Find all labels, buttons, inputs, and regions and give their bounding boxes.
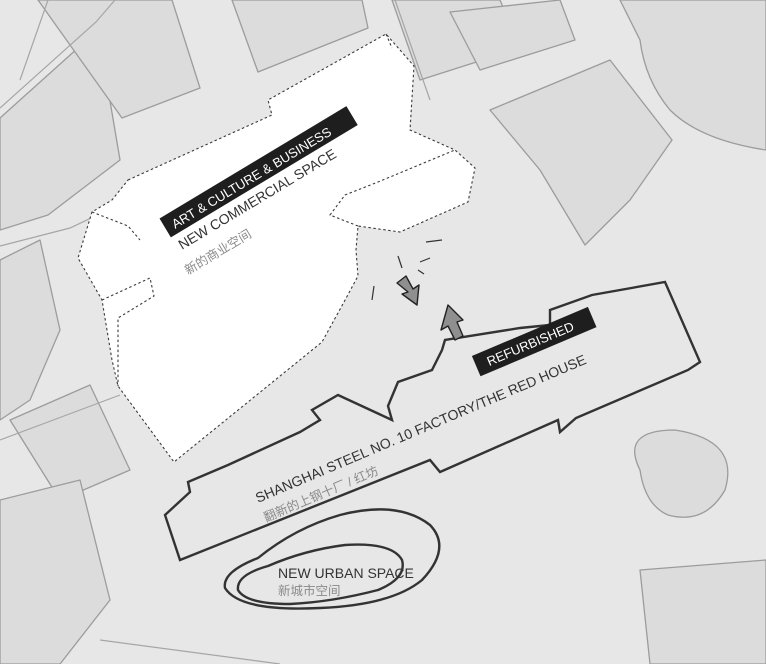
city-block — [639, 559, 766, 664]
motion-dash — [419, 257, 431, 263]
new-commercial-building — [77, 33, 476, 463]
red-house-outline — [163, 280, 702, 562]
urban-space-title: NEW URBAN SPACE — [278, 565, 414, 581]
motion-dash — [371, 285, 375, 301]
city-block — [0, 479, 111, 664]
flow-arrows — [371, 239, 464, 341]
road-line — [394, 0, 431, 101]
curved-block — [619, 0, 766, 151]
road-line — [99, 639, 281, 664]
round-plaza — [634, 429, 729, 518]
city-block — [449, 0, 576, 71]
city-block — [9, 384, 131, 501]
urban-space-outline — [223, 508, 441, 610]
art-culture-tag-box — [159, 106, 358, 238]
urban-loop-outer — [223, 508, 441, 610]
road-line — [19, 0, 49, 81]
building-footprint — [77, 33, 476, 463]
arrow-up-icon — [440, 304, 464, 341]
refurbished-tag-box — [471, 306, 597, 377]
building-edge — [101, 277, 155, 386]
building-edge — [91, 211, 141, 241]
urban-loop-inner — [236, 543, 404, 606]
motion-dash — [425, 239, 443, 243]
city-block — [0, 239, 61, 421]
road-lines — [0, 0, 431, 664]
city-block — [37, 0, 201, 119]
arrow-down-icon — [396, 275, 420, 306]
city-block — [231, 0, 369, 73]
urban-space-title-zh: 新城市空间 — [278, 583, 341, 598]
city-block — [489, 59, 673, 246]
motion-dash — [417, 269, 425, 275]
motion-dash — [397, 255, 403, 269]
building-edge — [329, 149, 456, 227]
road-line — [0, 0, 116, 109]
road-line — [0, 394, 121, 441]
